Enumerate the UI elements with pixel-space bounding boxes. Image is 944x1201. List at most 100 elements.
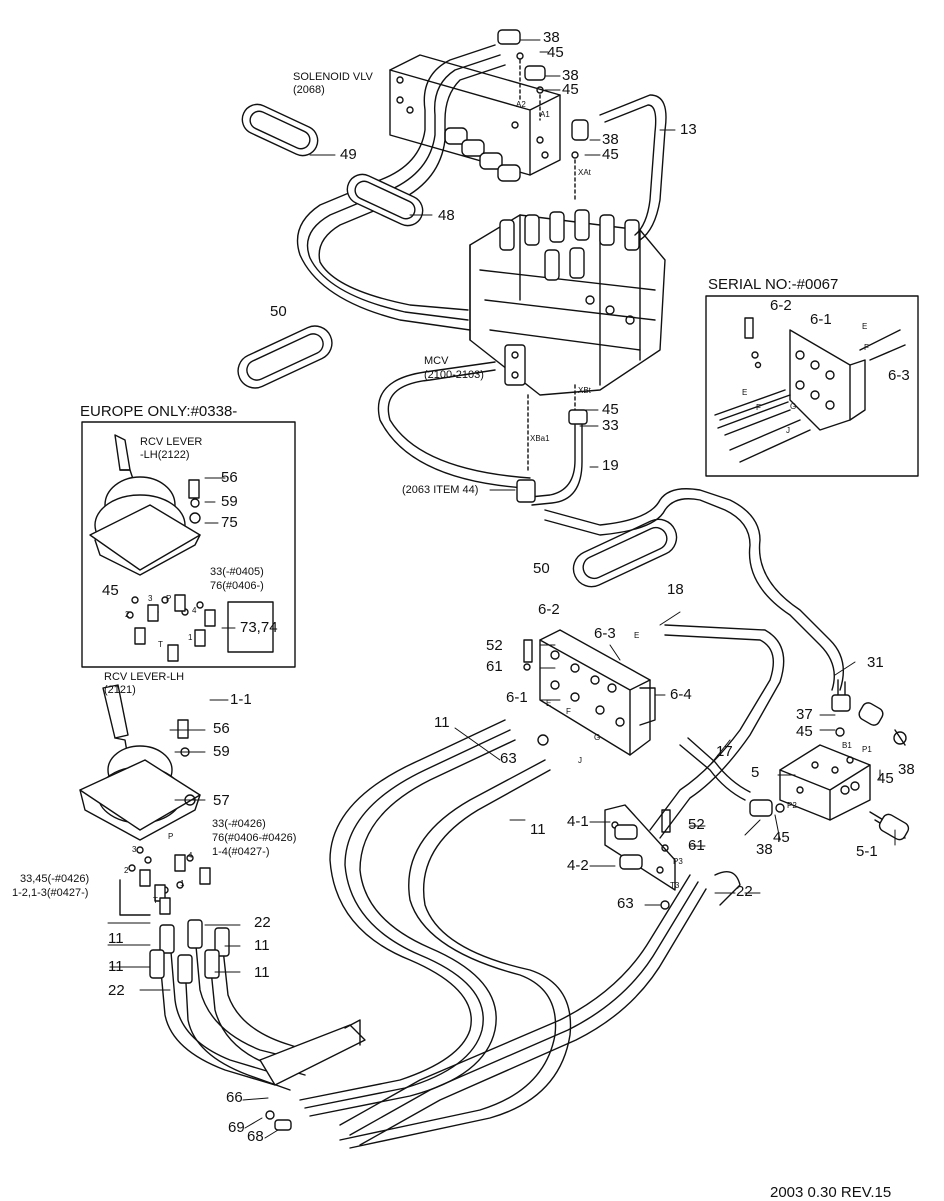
port-f-center: F	[566, 707, 571, 716]
part-label-31: 31	[867, 654, 884, 671]
main-control-valve	[469, 209, 666, 396]
port-a2: A2	[516, 100, 526, 109]
europe-port-3: 3	[148, 594, 153, 603]
part-label-56: 56	[213, 720, 230, 737]
part-label-45-f: 45	[877, 770, 894, 787]
part-label-5-1: 5-1	[856, 843, 878, 860]
part-label-45-g: 45	[773, 829, 790, 846]
mcv-title: MCV	[424, 355, 449, 367]
hose-19	[516, 409, 588, 506]
item-2063-label: (2063 ITEM 44)	[402, 484, 479, 496]
part-label-59: 59	[213, 743, 230, 760]
europe-inset-frame	[81, 421, 296, 668]
port-g-center: G	[594, 733, 601, 742]
inset-part-6-3: 6-3	[888, 367, 910, 384]
manifold-5	[749, 679, 910, 841]
part-label-6-1: 6-1	[506, 689, 528, 706]
part-label-45-e: 45	[796, 723, 813, 740]
inset-part-6-1: 6-1	[810, 311, 832, 328]
part-label-1-1: 1-1	[230, 691, 252, 708]
port-j-center: J	[578, 756, 582, 765]
inset-port-j: J	[786, 426, 790, 435]
part-label-6-4: 6-4	[670, 686, 692, 703]
clamp-band-50-right	[572, 518, 678, 588]
manifold-6	[523, 629, 656, 756]
part-label-22-right: 22	[736, 883, 753, 900]
rcv-lever-lh-title: RCV LEVER	[140, 436, 203, 448]
part-label-38-d: 38	[898, 761, 915, 778]
europe-port-t: T	[158, 640, 163, 649]
clamp-band-49	[241, 103, 319, 157]
hose-ends-left	[149, 919, 366, 1131]
part-label-45-c: 45	[602, 146, 619, 163]
part-label-6-2: 6-2	[538, 601, 560, 618]
port-leaders	[519, 59, 576, 471]
part-label-68: 68	[247, 1128, 264, 1145]
part-label-50-a: 50	[270, 303, 287, 320]
part-label-52: 52	[486, 637, 503, 654]
part-label-1-2-1-3: 1-2,1-3(#0427-)	[12, 887, 89, 899]
part-label-33: 33	[602, 417, 619, 434]
port-xbt: XBt	[578, 386, 591, 395]
port-a1: A1	[540, 110, 550, 119]
europe-part-59: 59	[221, 493, 238, 510]
clamp-band-50-left	[237, 325, 333, 389]
part-label-11-b: 11	[530, 821, 546, 838]
part-label-33-45-0426: 33,45(-#0426)	[20, 873, 90, 885]
part-label-63: 63	[500, 750, 517, 767]
port-p1: P1	[862, 745, 872, 754]
part-label-37: 37	[796, 706, 813, 723]
part-label-66: 66	[226, 1089, 243, 1106]
port-e-center: E	[634, 631, 640, 640]
part-label-22-b: 22	[108, 982, 125, 999]
rcv-port-t: T	[153, 896, 158, 905]
serial-inset-title: SERIAL NO:-#0067	[708, 276, 839, 293]
part-label-48: 48	[438, 207, 455, 224]
europe-inset-title: EUROPE ONLY:#0338-	[80, 403, 238, 420]
port-b1: B1	[842, 741, 852, 750]
part-label-76-range: 76(#0406-#0426)	[212, 832, 297, 844]
part-label-49: 49	[340, 146, 357, 163]
part-label-17: 17	[716, 743, 733, 760]
rcv-main-code: (2121)	[104, 684, 136, 696]
part-label-18: 18	[667, 581, 684, 598]
part-label-11-a: 11	[434, 714, 450, 731]
part-label-11-e: 11	[108, 958, 124, 975]
leader-lines	[107, 39, 896, 1139]
rcv-port-p: P	[168, 832, 174, 841]
rcv-port-2: 2	[124, 866, 129, 875]
serial-inset-frame	[705, 295, 919, 477]
port-e-center-low: E	[546, 699, 552, 708]
part-label-69: 69	[228, 1119, 245, 1136]
part-label-50-b: 50	[533, 560, 550, 577]
part-label-5: 5	[751, 764, 760, 781]
hose-bundle-lower	[299, 624, 785, 1149]
part-label-38-c: 38	[602, 131, 619, 148]
part-label-45-b: 45	[562, 81, 579, 98]
fitting-38-top	[497, 29, 589, 159]
part-label-4-2: 4-2	[567, 857, 589, 874]
part-label-61-b: 61	[688, 837, 705, 854]
part-label-45-a: 45	[547, 44, 564, 61]
bracket-4	[604, 804, 676, 910]
part-label-52-b: 52	[688, 816, 705, 833]
part-label-38-b: 38	[562, 67, 579, 84]
part-label-1-4: 1-4(#0427-)	[212, 846, 270, 858]
europe-part-75: 75	[221, 514, 238, 531]
europe-port-p: P	[166, 594, 172, 603]
solenoid-valve-title: SOLENOID VLV	[293, 71, 373, 83]
europe-port-4: 4	[192, 606, 197, 615]
rcv-lever-lh-code: -LH(2122)	[140, 449, 190, 461]
part-label-61: 61	[486, 658, 503, 675]
europe-port-2: 2	[125, 610, 130, 619]
part-label-45-d: 45	[602, 401, 619, 418]
europe-part-56: 56	[221, 469, 238, 486]
port-t3: T3	[670, 881, 680, 890]
europe-part-45: 45	[102, 582, 119, 599]
part-label-11-d: 11	[254, 937, 270, 954]
part-label-22-a: 22	[254, 914, 271, 931]
part-label-4-1: 4-1	[567, 813, 589, 830]
part-label-63-b: 63	[617, 895, 634, 912]
footer-ref: 2003 0.30 REV.15	[770, 1184, 892, 1201]
part-label-6-3: 6-3	[594, 625, 616, 642]
